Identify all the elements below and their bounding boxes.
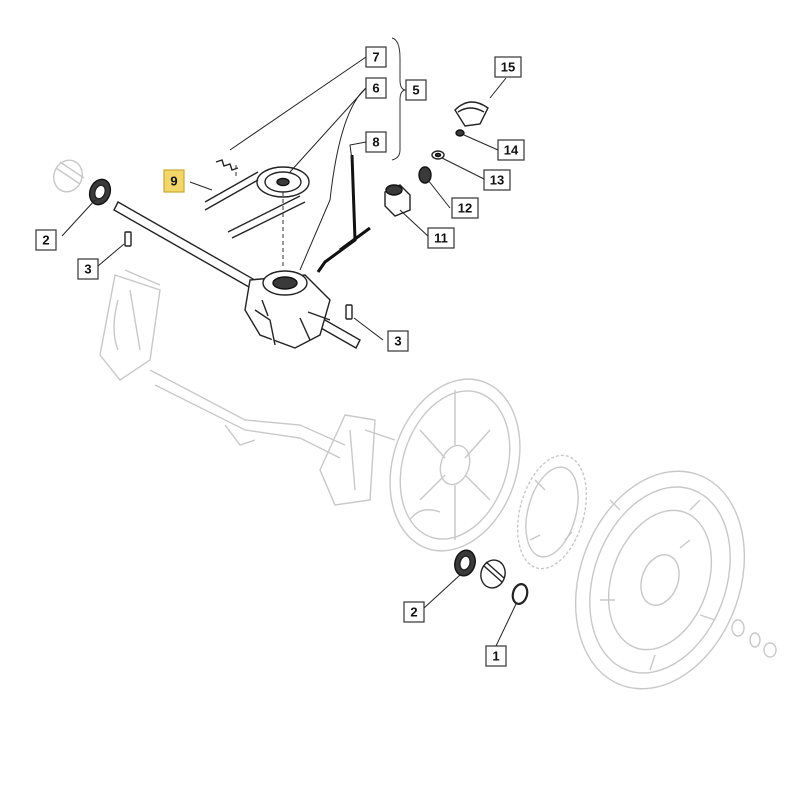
callout-14: 14 (497, 139, 525, 161)
svg-text:9: 9 (170, 174, 177, 189)
pinion-gear-left (53, 159, 85, 193)
pinion-gear-bottom (480, 559, 506, 589)
ghost-chassis-frame (99, 269, 396, 506)
pulley (256, 166, 310, 198)
ghost-outer-tyre (574, 470, 746, 690)
gearbox-housing (244, 270, 331, 349)
svg-text:2: 2 (42, 233, 49, 248)
callout-6: 6 (365, 77, 387, 99)
svg-text:13: 13 (490, 173, 504, 188)
pin-left (124, 231, 132, 247)
svg-text:6: 6 (372, 81, 379, 96)
pin-right (345, 304, 353, 320)
callout-3-left: 3 (77, 258, 99, 280)
callout-1: 1 (485, 645, 507, 667)
cap-15 (454, 101, 489, 127)
svg-text:15: 15 (501, 60, 515, 75)
bushing-11 (384, 184, 411, 217)
svg-text:1: 1 (492, 649, 499, 664)
svg-text:3: 3 (84, 262, 91, 277)
callout-2-top: 2 (35, 229, 57, 251)
drive-belt (204, 171, 306, 239)
callout-12: 12 (451, 197, 479, 219)
callout-5: 5 (405, 79, 427, 101)
ghost-hub-fasteners (731, 619, 777, 658)
bearing-bottom (454, 549, 476, 577)
svg-text:5: 5 (412, 83, 419, 98)
washer-14 (455, 129, 465, 137)
svg-text:2: 2 (410, 605, 417, 620)
svg-text:3: 3 (394, 334, 401, 349)
callout-3-right: 3 (387, 330, 409, 352)
ghost-inner-wheel-hub (389, 378, 521, 552)
callout-9: 9 (163, 169, 185, 193)
callout-8: 8 (365, 131, 387, 153)
callout-13: 13 (483, 169, 511, 191)
svg-text:11: 11 (434, 231, 448, 246)
washer-13 (431, 150, 445, 160)
svg-text:8: 8 (372, 135, 379, 150)
bearing-left (88, 178, 112, 206)
snap-ring-1 (511, 583, 529, 605)
ghost-gear-ring (516, 454, 588, 570)
spring-7 (215, 159, 239, 171)
callout-7: 7 (365, 46, 387, 68)
callout-2-bottom: 2 (403, 601, 425, 623)
callout-15: 15 (494, 56, 522, 78)
callout-11: 11 (427, 227, 455, 249)
svg-text:12: 12 (458, 201, 472, 216)
cable-rod-8 (316, 154, 371, 273)
svg-text:7: 7 (372, 50, 379, 65)
spring-12 (418, 166, 432, 184)
svg-text:14: 14 (504, 143, 519, 158)
